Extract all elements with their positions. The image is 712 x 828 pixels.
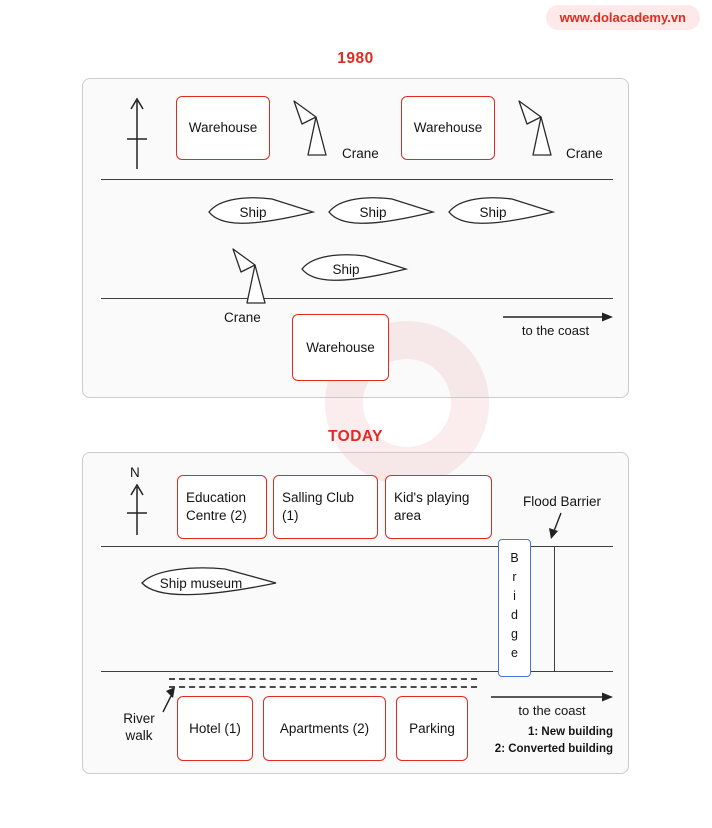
flood-barrier-line xyxy=(554,546,555,671)
map-title-today: TODAY xyxy=(327,428,384,445)
ship-label: Ship xyxy=(332,261,360,277)
river-walk-pointer-icon xyxy=(162,687,175,713)
legend: 1: New building 2: Converted building xyxy=(403,724,613,759)
crane-icon xyxy=(293,100,327,156)
warehouse-label: Warehouse xyxy=(413,120,483,136)
ship: Ship xyxy=(446,193,556,231)
bridge-box: Bridge xyxy=(498,539,531,677)
hotel-box: Hotel (1) xyxy=(177,696,253,761)
legend-item-new: 1: New building xyxy=(528,726,613,738)
coast-label: to the coast xyxy=(521,323,590,338)
kids-playing-area-label: Kid's playing area xyxy=(394,490,470,523)
ship-label: Ship xyxy=(239,204,267,220)
ship: Ship xyxy=(299,250,409,288)
river-walk-label: River walk xyxy=(123,711,155,743)
apartments-label: Apartments (2) xyxy=(279,720,370,736)
crane-label: Crane xyxy=(342,146,379,161)
quay-line xyxy=(101,179,613,180)
hotel-label: Hotel (1) xyxy=(189,720,241,736)
coast-label: to the coast xyxy=(518,703,586,718)
sailing-club-box: Salling Club (1) xyxy=(273,475,378,539)
ship: Ship xyxy=(326,193,436,231)
parking-label: Parking xyxy=(409,720,455,736)
warehouse-box: Warehouse xyxy=(401,96,495,160)
panel-today: N Education Centre (2) Salling Club (1) … xyxy=(82,452,629,774)
kids-playing-area-box: Kid's playing area xyxy=(385,475,492,539)
warehouse-box: Warehouse xyxy=(176,96,270,160)
sailing-club-label: Salling Club (1) xyxy=(282,490,355,523)
crane-icon xyxy=(518,100,552,156)
ship-icon xyxy=(448,197,556,224)
crane-icon xyxy=(232,248,266,304)
education-centre-box: Education Centre (2) xyxy=(177,475,267,539)
apartments-box: Apartments (2) xyxy=(263,696,386,761)
flood-barrier-pointer-icon xyxy=(549,512,562,539)
bridge-label: Bridge xyxy=(507,551,522,665)
quay-line xyxy=(101,298,613,299)
ship-label: Ship xyxy=(479,204,507,220)
ship-museum-icon xyxy=(141,567,277,596)
map-title-1980: 1980 xyxy=(337,50,374,67)
river-walk-dashes xyxy=(169,678,477,680)
ship-icon xyxy=(208,197,316,224)
crane-label: Crane xyxy=(566,146,603,161)
north-arrow-icon xyxy=(127,97,147,169)
coast-arrow-icon xyxy=(503,312,613,322)
ship-label: Ship xyxy=(359,204,387,220)
river-line xyxy=(101,546,613,547)
ship-icon xyxy=(301,254,409,281)
parking-box: Parking xyxy=(396,696,468,761)
flood-barrier-label: Flood Barrier xyxy=(523,494,602,509)
ship-museum: Ship museum xyxy=(139,563,279,603)
warehouse-box: Warehouse xyxy=(292,314,389,381)
warehouse-label: Warehouse xyxy=(306,339,375,355)
crane-label: Crane xyxy=(224,310,261,325)
river-walk-dashes xyxy=(169,686,477,688)
north-label: N xyxy=(130,465,140,480)
ship: Ship xyxy=(206,193,316,231)
site-badge: www.dolacademy.vn xyxy=(545,5,700,30)
education-centre-label: Education Centre (2) xyxy=(186,490,247,523)
panel-1980: Warehouse Warehouse Crane Crane Ship xyxy=(82,78,629,398)
legend-item-converted: 2: Converted building xyxy=(494,743,613,756)
river-line xyxy=(101,671,613,672)
coast-arrow-icon xyxy=(491,692,613,702)
north-arrow-icon xyxy=(127,483,147,535)
ship-icon xyxy=(328,197,436,224)
ship-museum-label: Ship museum xyxy=(159,575,243,591)
warehouse-label: Warehouse xyxy=(188,120,258,136)
